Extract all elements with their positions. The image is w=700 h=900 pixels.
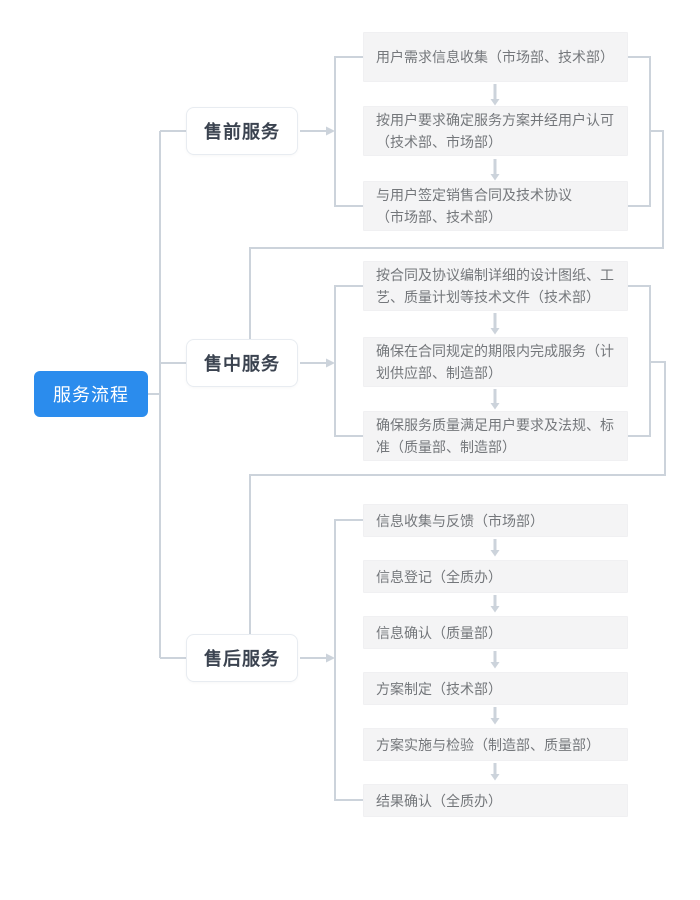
step-node: 信息登记（全质办） bbox=[363, 560, 628, 593]
step-node: 方案制定（技术部） bbox=[363, 672, 628, 705]
root-node: 服务流程 bbox=[34, 371, 148, 417]
step-node: 方案实施与检验（制造部、质量部） bbox=[363, 728, 628, 761]
step-node: 与用户签定销售合同及技术协议 （市场部、技术部） bbox=[363, 181, 628, 231]
step-node: 确保服务质量满足用户要求及法规、标 准（质量部、制造部） bbox=[363, 411, 628, 461]
branch-node-presale: 售前服务 bbox=[186, 107, 298, 155]
step-node: 结果确认（全质办） bbox=[363, 784, 628, 817]
step-node: 信息收集与反馈（市场部） bbox=[363, 504, 628, 537]
branch-node-midsale: 售中服务 bbox=[186, 339, 298, 387]
step-node: 按用户要求确定服务方案并经用户认可 （技术部、市场部） bbox=[363, 106, 628, 156]
branch-node-aftersale: 售后服务 bbox=[186, 634, 298, 682]
step-node: 信息确认（质量部） bbox=[363, 616, 628, 649]
step-node: 用户需求信息收集（市场部、技术部） bbox=[363, 32, 628, 82]
step-node: 按合同及协议编制详细的设计图纸、工 艺、质量计划等技术文件（技术部） bbox=[363, 261, 628, 311]
step-node: 确保在合同规定的期限内完成服务（计 划供应部、制造部） bbox=[363, 337, 628, 387]
